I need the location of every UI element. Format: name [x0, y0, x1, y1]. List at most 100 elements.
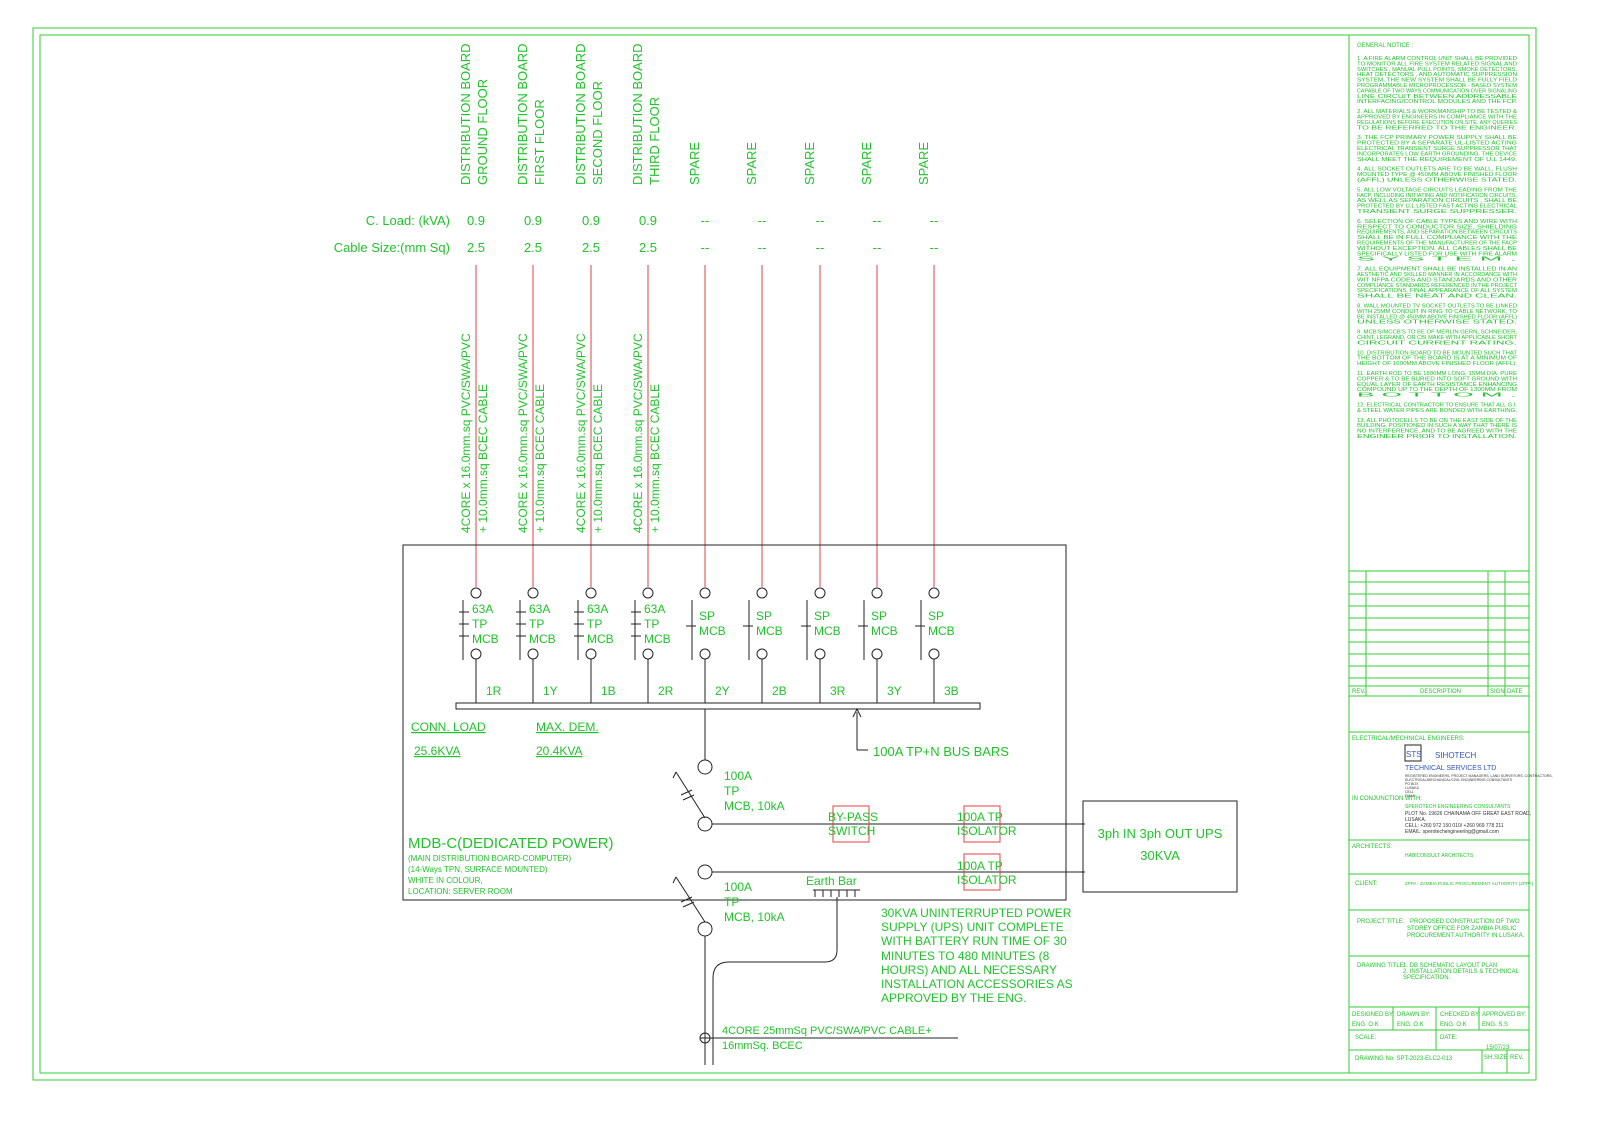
- mcb1-label-3: MCB, 10kA: [724, 799, 785, 813]
- mcb2-label-2: TP: [724, 895, 739, 909]
- svg-text:PROPOSED CONSTRUCTION OF TWO: PROPOSED CONSTRUCTION OF TWO: [1410, 919, 1520, 925]
- cable-spec-earth: + 10.0mm.sq BCEC CABLE: [591, 384, 605, 533]
- svg-text:CELL: CELL: [1405, 790, 1414, 794]
- svg-text:WITH 25MM CONDUIT IN RING TO C: WITH 25MM CONDUIT IN RING TO CABLE NETWO…: [1357, 309, 1517, 315]
- note-12: 12. ELECTRICAL CONTRACTOR TO ENSURE THAT…: [1357, 403, 1517, 414]
- breaker-label: MCB: [871, 624, 898, 638]
- svg-text:4. ALL SOCKET OUTLETS ARE TO B: 4. ALL SOCKET OUTLETS ARE TO BE WALL, FL…: [1357, 167, 1517, 173]
- svg-text:HOURS) AND ALL NECESSARY: HOURS) AND ALL NECESSARY: [881, 963, 1057, 977]
- iso2-label-2: ISOLATOR: [957, 873, 1017, 887]
- title-block: REV. DESCRIPTION SIGN DATE ELECTRICAL/ME…: [1349, 570, 1553, 1073]
- mdb-sub-1: (MAIN DISTRIBUTION BOARD-COMPUTER): [408, 854, 571, 863]
- breaker-label: MCB: [928, 624, 955, 638]
- circuit-cable-size: --: [758, 240, 767, 255]
- max-dem-value: 20.4KVA: [536, 744, 582, 758]
- svg-text:DRAWING TITLE:: DRAWING TITLE:: [1357, 963, 1406, 969]
- circuit-destination: SPARE: [744, 142, 759, 185]
- svg-text:REQUIREMENTS OF THE MANUFACTUR: REQUIREMENTS OF THE MANUFACTURER OF THE …: [1357, 241, 1518, 247]
- svg-text:MOUNTED TYPE @ 450MM ABOVE FIN: MOUNTED TYPE @ 450MM ABOVE FINISHED FLOO…: [1357, 172, 1517, 178]
- svg-text:30KVA UNINTERRUPTED POWER: 30KVA UNINTERRUPTED POWER: [881, 906, 1072, 920]
- mcb2-top-contact: [697, 864, 713, 880]
- breaker-label: TP: [472, 617, 487, 631]
- svg-text:REGISTERED ENGINEERS, PROJECT: REGISTERED ENGINEERS, PROJECT MANAGERS, …: [1405, 774, 1553, 778]
- general-notes: GENERAL NOTICE : 1. A FIRE ALARM CONTROL…: [1357, 43, 1518, 440]
- phase-label: 1Y: [543, 684, 558, 698]
- svg-text:PO BOX: PO BOX: [1405, 782, 1419, 786]
- phase-label: 1R: [486, 684, 502, 698]
- mcb2-bottom-contact: [697, 921, 713, 937]
- circuit-destination: DISTRIBUTION BOARD: [515, 43, 530, 185]
- note-5: 5. ALL LOW VOLTAGE CIRCUITS LEADING FROM…: [1357, 187, 1518, 215]
- max-dem-label: MAX. DEM.: [536, 720, 599, 734]
- breaker-label: MCB: [699, 624, 726, 638]
- incoming-cable-1: 4CORE 25mmSq PVC/SWA/PVC CABLE+: [722, 1025, 932, 1037]
- svg-text:13. ALL PHOTOCELLS TO BE ON TH: 13. ALL PHOTOCELLS TO BE ON THE EAST SID…: [1357, 418, 1518, 424]
- conn-load-value: 25.6KVA: [414, 744, 460, 758]
- ups-label-2: 30KVA: [1140, 848, 1180, 863]
- breaker-top-contact: [470, 587, 482, 599]
- mcb1-label-1: 100A: [724, 769, 752, 783]
- breaker-label: TP: [529, 617, 544, 631]
- svg-text:IN CONJUNCTION WITH:: IN CONJUNCTION WITH:: [1352, 796, 1422, 802]
- phase-label: 3R: [830, 684, 846, 698]
- bypass-label-1: BY-PASS: [828, 810, 878, 824]
- svg-text:LINE CIRCUIT BETWEEN ADDRESSAB: LINE CIRCUIT BETWEEN ADDRESSABLE: [1357, 94, 1518, 100]
- note-8: 8. WALL MOUNTED TV SOCKET OUTLETS TO BE …: [1357, 304, 1517, 326]
- svg-text:CHECKED BY:: CHECKED BY:: [1440, 1012, 1481, 1018]
- circuit-load: --: [816, 213, 825, 228]
- earth-bar-label: Earth Bar: [806, 874, 857, 888]
- circuit-destination-floor: THIRD FLOOR: [647, 97, 662, 185]
- breaker-bottom-contact: [642, 648, 654, 660]
- note-11: 11. EARTH ROD TO BE 1800MM LONG, 15MM DI…: [1357, 371, 1518, 399]
- circuit-destination: DISTRIBUTION BOARD: [630, 43, 645, 185]
- breaker-bottom-contact: [699, 648, 711, 660]
- breaker-top-contact: [527, 587, 539, 599]
- breaker-bottom-contact: [814, 648, 826, 660]
- note-4: 4. ALL SOCKET OUTLETS ARE TO BE WALL, FL…: [1357, 167, 1517, 184]
- breaker-bottom-contact: [756, 648, 768, 660]
- busbar: [455, 702, 981, 710]
- circuit-cable-size: --: [816, 240, 825, 255]
- circuit-cable-size: 2.5: [467, 240, 485, 255]
- svg-text:COMPOUND UP TO THE DEPTH OF 13: COMPOUND UP TO THE DEPTH OF 1300MM FROM: [1357, 387, 1517, 393]
- svg-text:SIHOTECH: SIHOTECH: [1435, 751, 1477, 760]
- isolator-1: [963, 805, 1001, 843]
- svg-text:CLIENT:: CLIENT:: [1355, 881, 1378, 887]
- note-13: 13. ALL PHOTOCELLS TO BE ON THE EAST SID…: [1357, 418, 1518, 440]
- circuit-cable-size: 2.5: [582, 240, 600, 255]
- svg-text:DESCRIPTION: DESCRIPTION: [1420, 689, 1461, 695]
- breaker-label: 63A: [529, 602, 550, 616]
- breaker-top-contact: [699, 587, 711, 599]
- mdb-sub-2: (14-Ways TPN, SURFACE MOUNTED): [408, 865, 548, 874]
- note-1: 1. A FIRE ALARM CONTROL UNIT SHALL BE PR…: [1357, 56, 1518, 105]
- svg-text:12. ELECTRICAL CONTRACTOR TO E: 12. ELECTRICAL CONTRACTOR TO ENSURE THAT…: [1357, 403, 1517, 409]
- circuit-load: 0.9: [639, 213, 657, 228]
- circuit-load: 0.9: [467, 213, 485, 228]
- svg-text:& STEEL WATER PIPES ARE BONDED: & STEEL WATER PIPES ARE BONDED WITH EART…: [1357, 408, 1517, 414]
- breaker-label: SP: [814, 609, 830, 623]
- phase-label: 1B: [601, 684, 616, 698]
- circuit-load: 0.9: [582, 213, 600, 228]
- note-7: 7. ALL EQUIPMENT SHALL BE INSTALLED IN A…: [1357, 267, 1518, 300]
- svg-text:8. WALL MOUNTED TV SOCKET OUTL: 8. WALL MOUNTED TV SOCKET OUTLETS TO BE …: [1357, 304, 1517, 310]
- breaker-bottom-contact: [585, 648, 597, 660]
- svg-text:CAPABLE OF TWO WAYS COMMUNICAT: CAPABLE OF TWO WAYS COMMUNICATION OVER S…: [1357, 88, 1517, 94]
- breaker-label: SP: [699, 609, 715, 623]
- breaker-label: SP: [871, 609, 887, 623]
- breaker-label: 63A: [644, 602, 665, 616]
- svg-text:ENG. O.K: ENG. O.K: [1440, 1022, 1467, 1028]
- svg-text:TECHNICAL SERVICES LTD: TECHNICAL SERVICES LTD: [1405, 765, 1496, 772]
- svg-text:2. ALL MATERIALS & WORKMANSHIP: 2. ALL MATERIALS & WORKMANSHIP TO BE TES…: [1357, 109, 1518, 115]
- circuit-destination: SPARE: [802, 142, 817, 185]
- svg-text:REGULATIONS BEFORE EXECUTION O: REGULATIONS BEFORE EXECUTION ON SITE. AN…: [1357, 120, 1518, 126]
- phase-label: 2B: [772, 684, 787, 698]
- svg-text:SHALL BE IN FULL COMPLIANCE WI: SHALL BE IN FULL COMPLIANCE WITH THE: [1357, 235, 1518, 241]
- svg-text:BE INSTALLED @ 450MM ABOVE FIN: BE INSTALLED @ 450MM ABOVE FINISHED FLOO…: [1357, 314, 1517, 320]
- svg-text:DESIGNED BY:: DESIGNED BY:: [1352, 1012, 1395, 1018]
